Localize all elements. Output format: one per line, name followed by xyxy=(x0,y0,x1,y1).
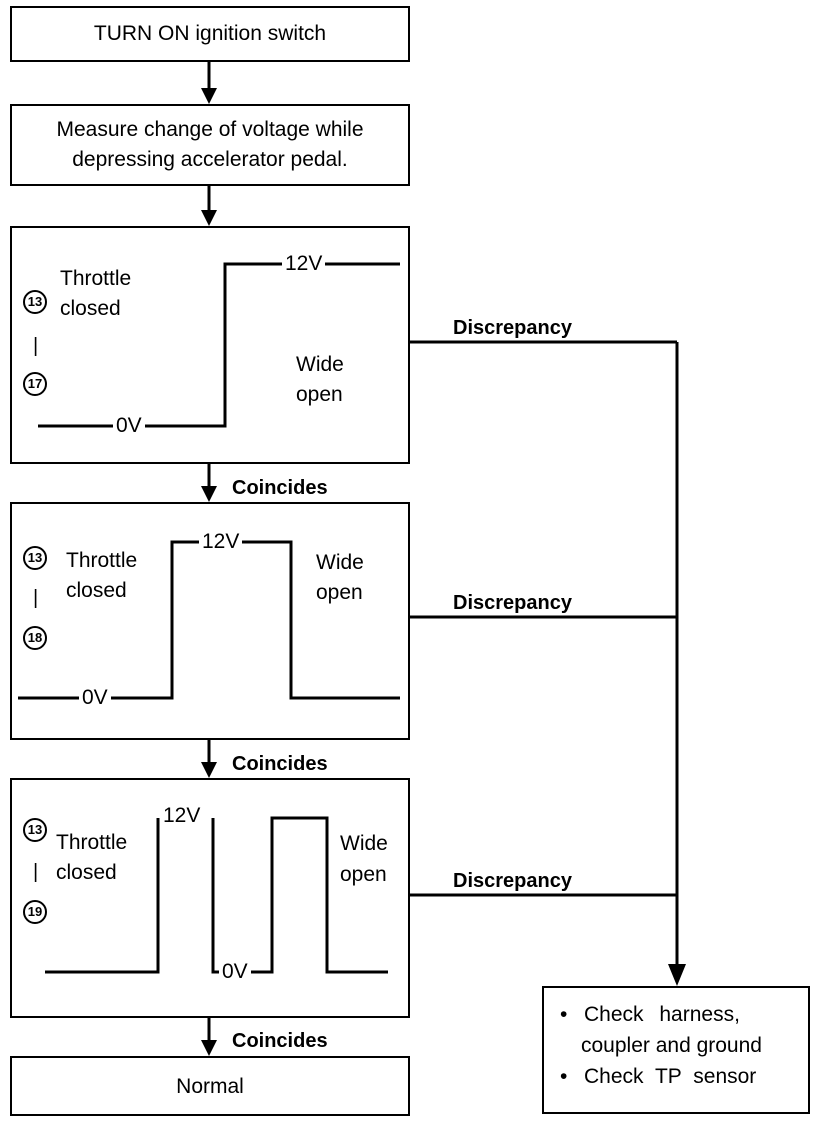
step-ignition-box: TURN ON ignition switch xyxy=(10,6,410,62)
arrow-1 xyxy=(201,88,217,104)
high-voltage-label: 12V xyxy=(160,804,204,828)
low-voltage-label: 0V xyxy=(113,414,145,438)
terminal-13-badge: 13 xyxy=(23,546,47,570)
waveform-3 xyxy=(45,818,160,974)
high-voltage-label: 12V xyxy=(282,252,326,276)
terminal-19-badge: 19 xyxy=(23,900,47,924)
throttle-label: Throttle xyxy=(60,267,132,290)
coincides-label-2: Coincides xyxy=(232,753,328,775)
terminal-dash: | xyxy=(33,861,39,883)
open-label: open xyxy=(340,863,387,886)
check-item-2: Check TP sensor xyxy=(584,1065,757,1088)
waveform-3b xyxy=(211,816,388,974)
panel-13-19 xyxy=(10,778,410,1018)
normal-box: Normal xyxy=(10,1056,410,1116)
discrepancy-label-2: Discrepancy xyxy=(453,592,572,614)
step-ignition-text: TURN ON ignition switch xyxy=(93,22,327,45)
arrow-4 xyxy=(201,762,217,778)
coincides-label-3: Coincides xyxy=(232,1030,328,1052)
closed-label: closed xyxy=(56,861,117,884)
throttle-label: Throttle xyxy=(56,831,128,854)
terminal-17-badge: 17 xyxy=(23,372,47,396)
arrow-3 xyxy=(201,486,217,502)
low-voltage-label: 0V xyxy=(79,686,111,710)
normal-text: Normal xyxy=(176,1075,244,1098)
terminal-dash: | xyxy=(33,335,39,357)
low-voltage-label: 0V xyxy=(219,960,251,984)
step-measure-line1: Measure change of voltage while xyxy=(56,118,364,141)
check-bullet-2: • xyxy=(560,1065,568,1088)
terminal-13-badge: 13 xyxy=(23,290,47,314)
panel-13-17 xyxy=(10,226,410,464)
closed-label: closed xyxy=(60,297,121,320)
coincides-label-1: Coincides xyxy=(232,477,328,499)
terminal-18-badge: 18 xyxy=(23,626,47,650)
high-voltage-label: 12V xyxy=(199,530,243,554)
arrow-2 xyxy=(201,210,217,226)
terminal-13-badge: 13 xyxy=(23,818,47,842)
discrepancy-label-1: Discrepancy xyxy=(453,317,572,339)
arrow-check xyxy=(668,964,686,986)
terminal-dash: | xyxy=(33,587,39,609)
check-box: • Check harness, coupler and ground • Ch… xyxy=(542,986,810,1114)
throttle-label: Throttle xyxy=(66,549,138,572)
closed-label: closed xyxy=(66,579,127,602)
open-label: open xyxy=(316,581,363,604)
step-measure-line2: depressing accelerator pedal. xyxy=(72,148,348,171)
arrow-5 xyxy=(201,1040,217,1056)
check-item-1-line2: coupler and ground xyxy=(581,1034,762,1057)
open-label: open xyxy=(296,383,343,406)
check-item-1-line1: Check harness, xyxy=(584,1003,740,1026)
step-measure-box: Measure change of voltage while depressi… xyxy=(10,104,410,186)
wide-label: Wide xyxy=(296,353,344,376)
wide-label: Wide xyxy=(316,551,364,574)
wide-label: Wide xyxy=(340,832,388,855)
panel-13-18 xyxy=(10,502,410,740)
discrepancy-label-3: Discrepancy xyxy=(453,870,572,892)
check-bullet-1: • xyxy=(560,1003,568,1026)
